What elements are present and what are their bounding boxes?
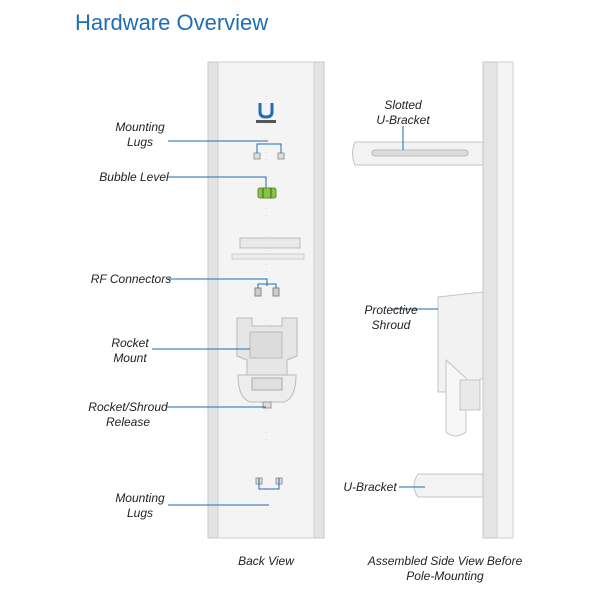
label-rocket-mount: Rocket Mount (111, 336, 149, 365)
label-rf-connectors: RF Connectors (90, 272, 172, 286)
rf-connector-left (254, 287, 262, 297)
product-label (239, 237, 301, 249)
side-view-device (352, 61, 514, 539)
label-protective-shroud: Protective Shroud (364, 303, 418, 332)
page-title: Hardware Overview (75, 10, 269, 35)
mounting-lug-top-left (253, 152, 261, 160)
ubiquiti-logo-icon (256, 103, 276, 123)
label-u-bracket: U-Bracket (343, 480, 397, 494)
back-view-callout-lines (152, 140, 282, 506)
side-view-callout-lines (391, 126, 438, 488)
label-rocket-shroud-release: Rocket/Shroud Release (88, 400, 168, 429)
label-slotted-u-bracket: Slotted U-Bracket (376, 98, 430, 127)
caption-back-view: Back View (238, 554, 294, 568)
slotted-u-bracket (352, 141, 484, 166)
rocket-mount (236, 317, 298, 403)
rf-connector-right (272, 287, 280, 297)
label-bubble-level: Bubble Level (99, 170, 169, 184)
mounting-lug-top-right (277, 152, 285, 160)
protective-shroud (437, 291, 484, 437)
rocket-shroud-release-tab (262, 401, 272, 409)
label-mounting-lugs-bottom: Mounting Lugs (115, 491, 165, 520)
label-mounting-lugs-top: Mounting Lugs (115, 120, 165, 149)
bubble-level-icon (257, 187, 277, 199)
caption-side-view: Assembled Side View Before Pole-Mounting (367, 554, 523, 583)
u-bracket (413, 473, 484, 498)
back-view-device (207, 61, 325, 539)
